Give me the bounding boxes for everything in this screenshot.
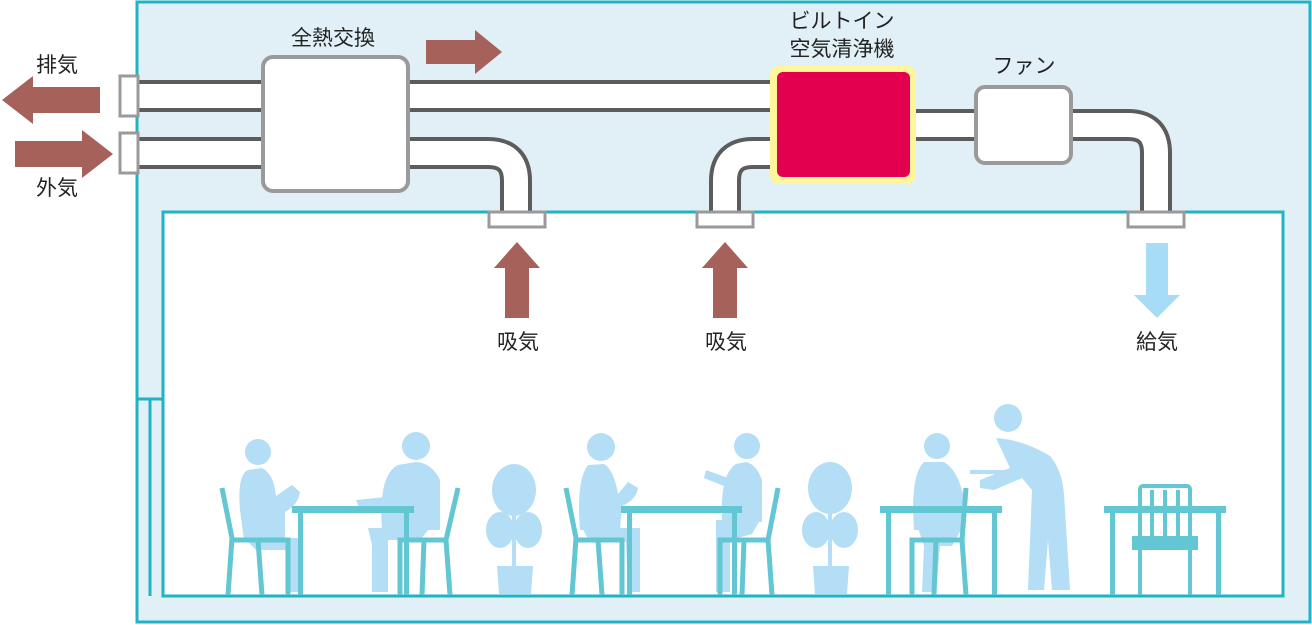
- potted-plant-1: [486, 464, 542, 594]
- exhaust-wall-cap: [118, 74, 140, 118]
- intake-vent-right: [695, 210, 755, 229]
- supply-vent: [1126, 210, 1186, 229]
- seated-person-1: [239, 439, 300, 592]
- fan-label: ファン: [993, 54, 1056, 78]
- table-2: [621, 506, 742, 595]
- arrow-left-icon: [2, 76, 100, 124]
- chair-4: [717, 487, 781, 596]
- intake-vent-left: [487, 210, 547, 229]
- heat-exchanger-label: 全熱交換: [291, 26, 375, 50]
- fan-box: [974, 85, 1073, 165]
- chair-3: [563, 487, 625, 596]
- potted-plant-2: [802, 462, 858, 594]
- dining-scene: [219, 404, 1226, 596]
- exhaust-label: 排気: [36, 53, 78, 77]
- builtin-label-line2: 空気清浄機: [790, 37, 895, 61]
- table-1: [292, 506, 414, 595]
- table-3: [880, 506, 1002, 595]
- chair-1: [219, 487, 291, 596]
- labels: 排気 外気 全熱交換 ビルトイン 空気清浄機 ファン 吸気 吸気 給気: [36, 9, 1178, 354]
- arrow-up-icon: [494, 242, 540, 318]
- supply-label: 給気: [1136, 330, 1178, 354]
- builtin-label-line1: ビルトイン: [790, 9, 895, 33]
- seated-person-3: [579, 433, 640, 592]
- intake-label-right: 吸気: [705, 330, 747, 354]
- arrow-down-icon: [1134, 243, 1180, 318]
- chair-5: [909, 487, 969, 596]
- arrow-up-icon: [702, 242, 748, 318]
- chair-2: [397, 487, 461, 596]
- builtin-air-purifier: [777, 72, 910, 177]
- duct-system: [135, 80, 1172, 212]
- outside-wall-cap: [118, 131, 140, 175]
- intake-label-left: 吸気: [497, 330, 539, 354]
- arrow-right-icon: [426, 30, 502, 74]
- chair-6: [1132, 484, 1198, 595]
- outside-air-label: 外気: [36, 176, 78, 200]
- heat-exchanger-box: [261, 55, 410, 193]
- flow-arrows: [2, 30, 1180, 318]
- arrow-right-icon: [15, 130, 113, 178]
- waiter: [970, 404, 1070, 590]
